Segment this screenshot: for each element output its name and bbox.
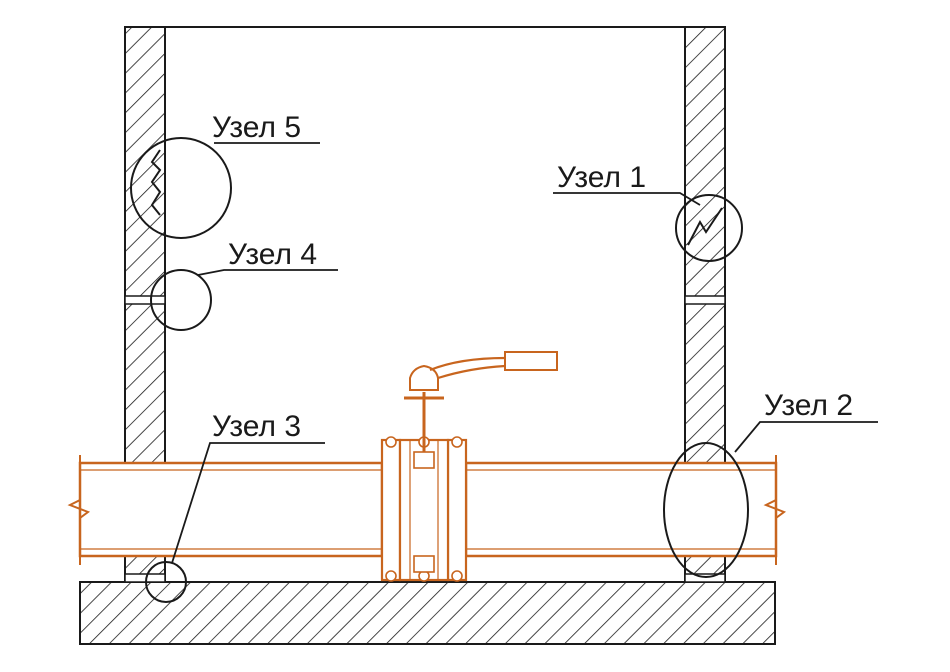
- right-base-joint: [684, 573, 726, 583]
- gate-valve: [380, 351, 558, 582]
- node-4-leader: [197, 269, 338, 276]
- pipe-left-segment: [78, 461, 384, 558]
- pipe-left-break: [67, 455, 91, 565]
- node-2-label: Узел 2: [764, 389, 853, 422]
- valve-handle-lever-lower: [437, 364, 506, 380]
- valve-flange-left: [380, 438, 402, 582]
- pipe-right-segment: [464, 461, 778, 558]
- node-1-label: Узел 1: [557, 161, 646, 194]
- wall-break-mark: [150, 149, 162, 216]
- valve-handle-lever: [429, 356, 506, 372]
- valve-bottom-nut: [413, 555, 435, 573]
- valve-handle-grip: [504, 351, 558, 371]
- node-2-leader: [734, 421, 878, 453]
- valve-bolt: [451, 570, 463, 582]
- valve-flange-right: [446, 438, 468, 582]
- node-3-label: Узел 3: [212, 410, 301, 443]
- valve-bolt: [385, 436, 397, 448]
- node-5-label: Узел 5: [212, 111, 301, 144]
- node-4-circle: [150, 269, 212, 331]
- detail-callouts: [130, 137, 749, 603]
- right-wall-joint: [684, 295, 726, 305]
- floor-slab: [79, 581, 776, 645]
- node-2-ellipse: [663, 442, 749, 578]
- leader-lines: [171, 142, 878, 564]
- node-1-leader: [553, 192, 701, 206]
- node-1-break-mark: [687, 207, 723, 246]
- valve-handle-cap: [409, 364, 439, 391]
- left-base-joint: [124, 573, 166, 583]
- node-3-leader: [171, 442, 325, 564]
- node-1-circle: [675, 194, 743, 262]
- valve-bolt: [385, 570, 397, 582]
- node-4-label: Узел 4: [228, 238, 317, 271]
- node-3-circle: [145, 561, 187, 603]
- pipe-right-break: [763, 455, 787, 565]
- node-5-circle: [130, 137, 232, 239]
- pipeline: [67, 455, 787, 565]
- valve-stem-nut: [413, 451, 435, 469]
- left-wall-joint: [124, 295, 166, 305]
- node-labels: Узел 5 Узел 4 Узел 1 Узел 2 Узел 3: [212, 111, 853, 443]
- valve-bolt: [451, 436, 463, 448]
